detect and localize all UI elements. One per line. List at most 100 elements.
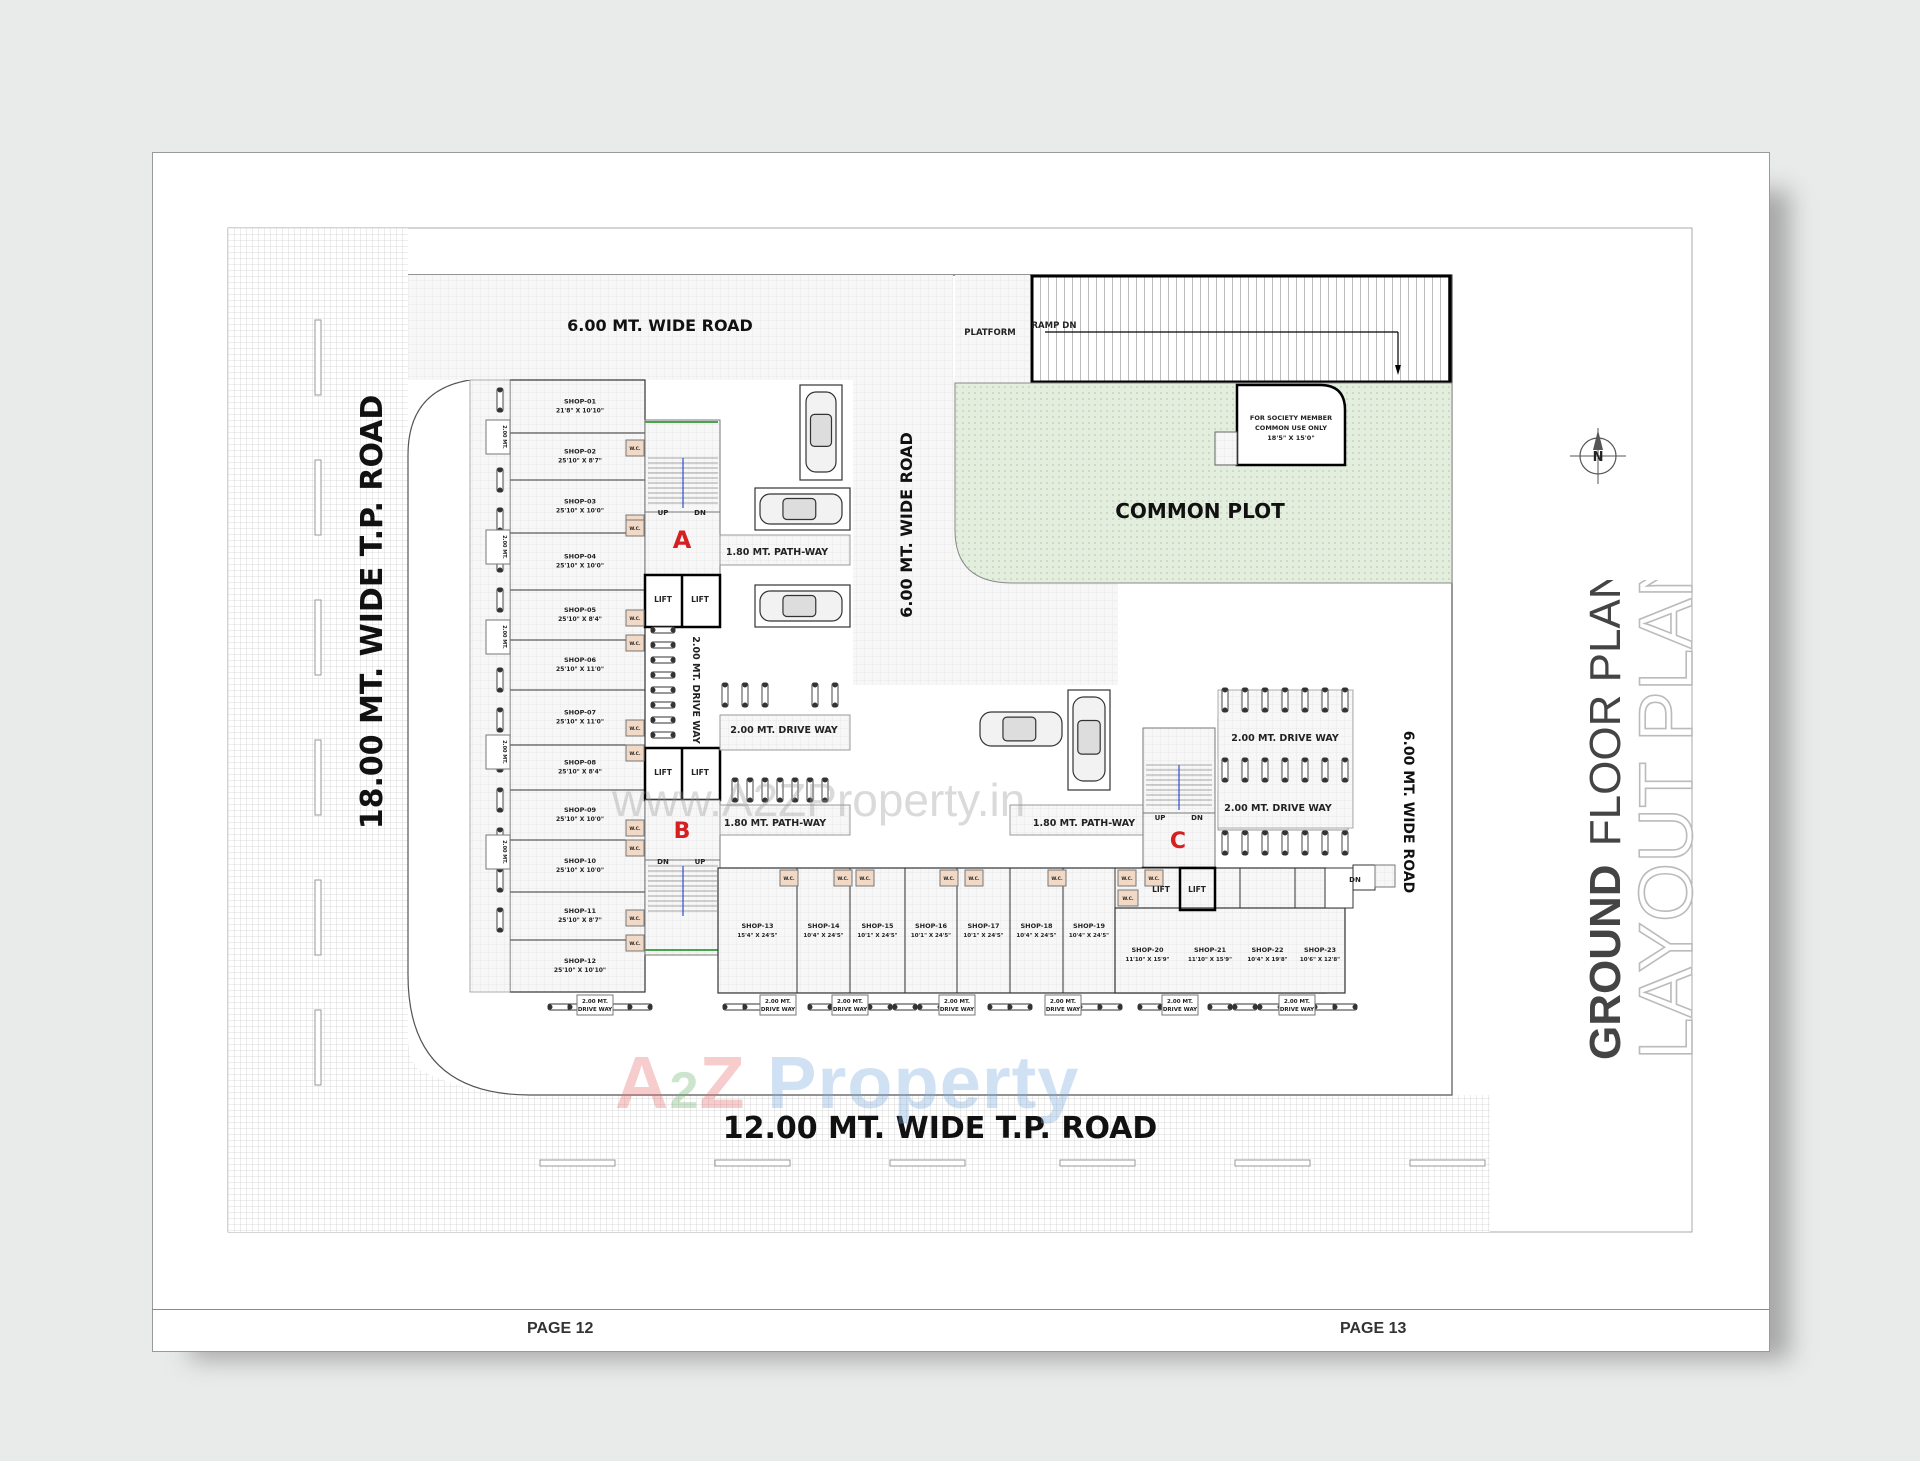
pathway-label-2: 1.80 MT. PATH-WAY	[724, 818, 826, 829]
wc-bottom-5: W.C.	[1051, 876, 1063, 882]
small-drive-a-2: 2.00 MT.	[837, 999, 863, 1005]
wc-bottom-1: W.C.	[837, 876, 849, 882]
ramp-label: RAMP DN	[1032, 321, 1077, 331]
lift-label-0: LIFT	[654, 595, 673, 604]
shop-18-size: 10'4" X 24'5"	[1016, 933, 1056, 939]
shop-18-name: SHOP-18	[1020, 922, 1053, 930]
shop-19-name: SHOP-19	[1073, 922, 1106, 930]
wc-left-2: W.C.	[629, 526, 641, 532]
wc-left-8: W.C.	[629, 846, 641, 852]
shop-1-name: SHOP-01	[564, 398, 597, 406]
shop-2-size: 25'10" X 8'7"	[558, 458, 602, 465]
shop-8-size: 25'10" X 8'4"	[558, 769, 602, 776]
shop-6-name: SHOP-06	[564, 656, 597, 664]
small-drive-b-1: DRIVE WAY	[761, 1007, 796, 1013]
drive-label-2: 2.00 MT. DRIVE WAY	[1231, 733, 1339, 744]
page-number-right: PAGE 13	[1340, 1320, 1407, 1337]
wc-left-6: W.C.	[629, 751, 641, 757]
shop-3-name: SHOP-03	[564, 498, 596, 506]
shop-10-name: SHOP-10	[564, 857, 597, 865]
shop-11-name: SHOP-11	[564, 907, 597, 915]
shop-23-name: SHOP-23	[1304, 946, 1336, 954]
small-drive-b-2: DRIVE WAY	[833, 1007, 868, 1013]
society-label-2: COMMON USE ONLY	[1255, 424, 1327, 432]
shop-7-size: 25'10" X 11'0"	[556, 719, 604, 726]
shop-7-name: SHOP-07	[564, 709, 596, 717]
wc-left-10: W.C.	[629, 941, 641, 947]
lift-label-3: LIFT	[691, 768, 710, 777]
shop-12-size: 25'10" X 10'10"	[554, 967, 606, 974]
small-drive-b-3: DRIVE WAY	[940, 1007, 975, 1013]
stair-label-4: UP	[1155, 814, 1166, 822]
wc-bottom-0: W.C.	[783, 876, 795, 882]
side-drive-a-4: 2.00 MT.	[501, 840, 507, 864]
logo-letter-z: Z	[699, 1041, 746, 1124]
wc-left-0: W.C.	[629, 446, 641, 452]
top-road-label: 6.00 MT. WIDE ROAD	[567, 316, 753, 335]
side-drive-a-2: 2.00 MT.	[501, 625, 507, 649]
wc-bottom-extra: W.C.	[1122, 896, 1134, 902]
logo-word: Property	[767, 1041, 1080, 1124]
stair-label-1: DN	[694, 509, 706, 517]
shop-16-name: SHOP-16	[915, 922, 948, 930]
small-drive-a-1: 2.00 MT.	[765, 999, 791, 1005]
lift-label-4: LIFT	[1152, 885, 1171, 894]
small-drive-a-4: 2.00 MT.	[1050, 999, 1076, 1005]
shop-6-size: 25'10" X 11'0"	[556, 666, 604, 673]
shop-10-size: 25'10" X 10'0"	[556, 867, 604, 874]
lift-label-1: LIFT	[691, 595, 710, 604]
title-word-floor-plan: FLOOR PLAN	[1581, 580, 1630, 846]
shop-17-name: SHOP-17	[967, 922, 999, 930]
small-drive-b-0: DRIVE WAY	[578, 1007, 613, 1013]
logo-digit-2: 2	[669, 1062, 700, 1120]
logo-letter-a: A	[615, 1041, 670, 1124]
stair-label-2: DN	[657, 858, 669, 866]
north-arrow-icon: N	[1570, 428, 1626, 484]
shop-20-name: SHOP-20	[1131, 946, 1164, 954]
shop-13-size: 15'4" X 24'5"	[737, 933, 777, 939]
side-drive-a-0: 2.00 MT.	[501, 425, 507, 449]
small-drive-a-6: 2.00 MT.	[1284, 999, 1310, 1005]
svg-text:GROUND FLOOR PLAN: GROUND FLOOR PLAN	[1581, 580, 1630, 1060]
wc-left-4: W.C.	[629, 641, 641, 647]
lift-label-2: LIFT	[654, 768, 673, 777]
wc-bottom-6: W.C.	[1121, 876, 1133, 882]
bottom-road-label: 12.00 MT. WIDE T.P. ROAD	[723, 1111, 1158, 1146]
shop-4-name: SHOP-04	[564, 553, 597, 561]
platform-label: PLATFORM	[964, 328, 1015, 338]
small-drive-a-3: 2.00 MT.	[944, 999, 970, 1005]
common-plot	[954, 382, 1453, 584]
shop-15-size: 10'1" X 24'5"	[857, 933, 897, 939]
shop-16-size: 10'1" X 24'5"	[911, 933, 951, 939]
sheet-title: GROUND FLOOR PLAN LAYOUT PLAN	[1560, 542, 1710, 1080]
ramp	[1030, 274, 1452, 384]
small-drive-b-5: DRIVE WAY	[1163, 1007, 1198, 1013]
wc-left-7: W.C.	[629, 826, 641, 832]
shop-17-size: 10'1" X 24'5"	[963, 933, 1003, 939]
top-road-area	[408, 275, 953, 380]
title-layout-plan: LAYOUT PLAN	[1624, 580, 1709, 1060]
shop-22-size: 10'4" X 19'8"	[1247, 957, 1287, 963]
society-label-3: 18'5" X 15'0"	[1267, 434, 1314, 442]
shop-22-name: SHOP-22	[1251, 946, 1283, 954]
side-drive-a-3: 2.00 MT.	[501, 740, 507, 764]
small-drive-a-0: 2.00 MT.	[582, 999, 608, 1005]
page-number-left: PAGE 12	[527, 1320, 594, 1337]
small-drive-a-5: 2.00 MT.	[1167, 999, 1193, 1005]
shop-13-name: SHOP-13	[741, 922, 773, 930]
small-drive-b-4: DRIVE WAY	[1046, 1007, 1081, 1013]
wc-left-3: W.C.	[629, 616, 641, 622]
right-road-label: 6.00 MT. WIDE ROAD	[1400, 731, 1416, 893]
common-plot-label: COMMON PLOT	[1115, 499, 1285, 523]
drive-label-vertical: 2.00 MT. DRIVE WAY	[690, 636, 701, 744]
wc-bottom-7: W.C.	[1148, 876, 1160, 882]
shop-14-size: 10'4" X 24'5"	[803, 933, 843, 939]
shop-15-name: SHOP-15	[861, 922, 894, 930]
shop-5-size: 25'10" X 8'4"	[558, 616, 602, 623]
shop-21-size: 11'10" X 15'9"	[1188, 957, 1232, 963]
drive-label-1: 2.00 MT. DRIVE WAY	[730, 725, 838, 736]
core-c-label: C	[1170, 829, 1186, 854]
stair-label-0: UP	[658, 509, 669, 517]
middle-road-label: 6.00 MT. WIDE ROAD	[897, 432, 916, 618]
